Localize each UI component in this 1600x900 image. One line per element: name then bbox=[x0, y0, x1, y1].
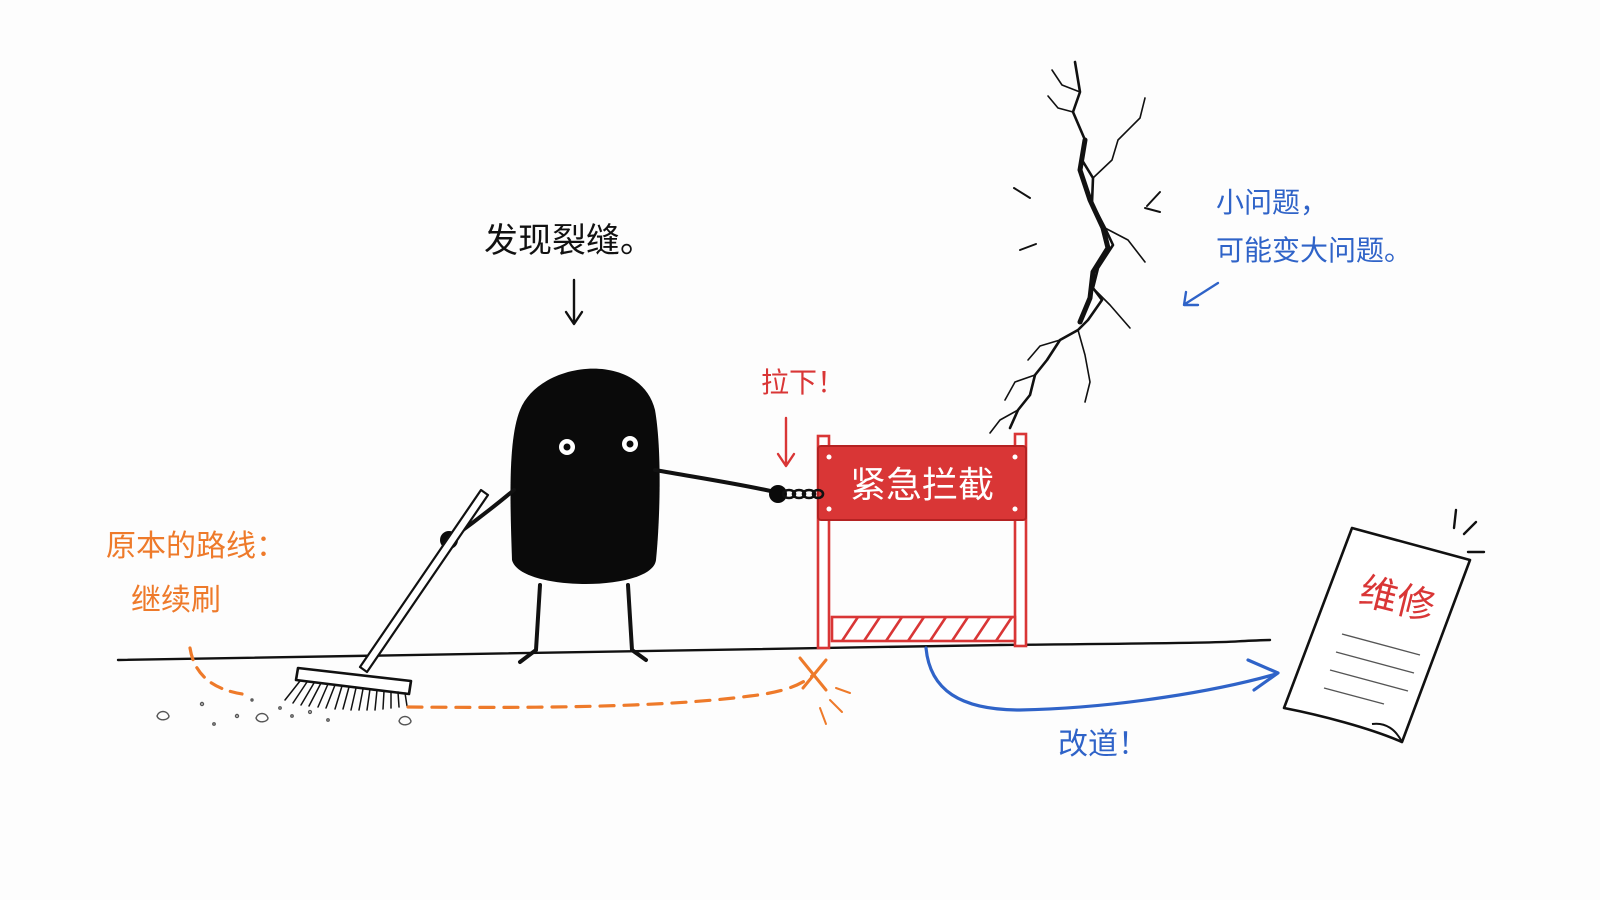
barrier-sign bbox=[817, 445, 1027, 521]
left-leg bbox=[518, 583, 542, 664]
repair-document-icon: 维修 bbox=[1282, 508, 1486, 744]
right-arm bbox=[653, 468, 777, 494]
reroute-label: 改道！ bbox=[1058, 727, 1148, 762]
right-hand bbox=[769, 485, 787, 503]
blob-character bbox=[440, 368, 787, 664]
ground-line bbox=[116, 638, 1272, 662]
original-route-line2: 继续刷 bbox=[131, 583, 221, 618]
crack-note-arrow bbox=[1182, 281, 1220, 307]
found-crack-label: 发现裂缝。 bbox=[484, 221, 654, 261]
broom-icon bbox=[284, 488, 490, 711]
pull-down-label: 拉下！ bbox=[761, 366, 845, 399]
character-body bbox=[510, 368, 660, 584]
pull-down-arrow bbox=[776, 416, 796, 468]
crack-note-line2: 可能变大问题。 bbox=[1216, 234, 1412, 267]
wall-crack-icon bbox=[989, 60, 1161, 434]
pull-chain[interactable] bbox=[781, 488, 825, 500]
dust-pebbles bbox=[156, 698, 412, 726]
right-leg bbox=[626, 583, 648, 662]
found-crack-arrow bbox=[564, 278, 584, 326]
cross-mark-icon bbox=[798, 656, 851, 725]
crack-note-line1: 小问题， bbox=[1216, 186, 1328, 219]
reroute-arrow bbox=[924, 646, 1280, 712]
barrier-sign-label: 紧急拦截 bbox=[850, 465, 994, 506]
original-route-line1: 原本的路线： bbox=[106, 529, 286, 564]
original-route-path bbox=[188, 646, 814, 709]
barrier-icon: 紧急拦截 bbox=[816, 432, 1028, 650]
